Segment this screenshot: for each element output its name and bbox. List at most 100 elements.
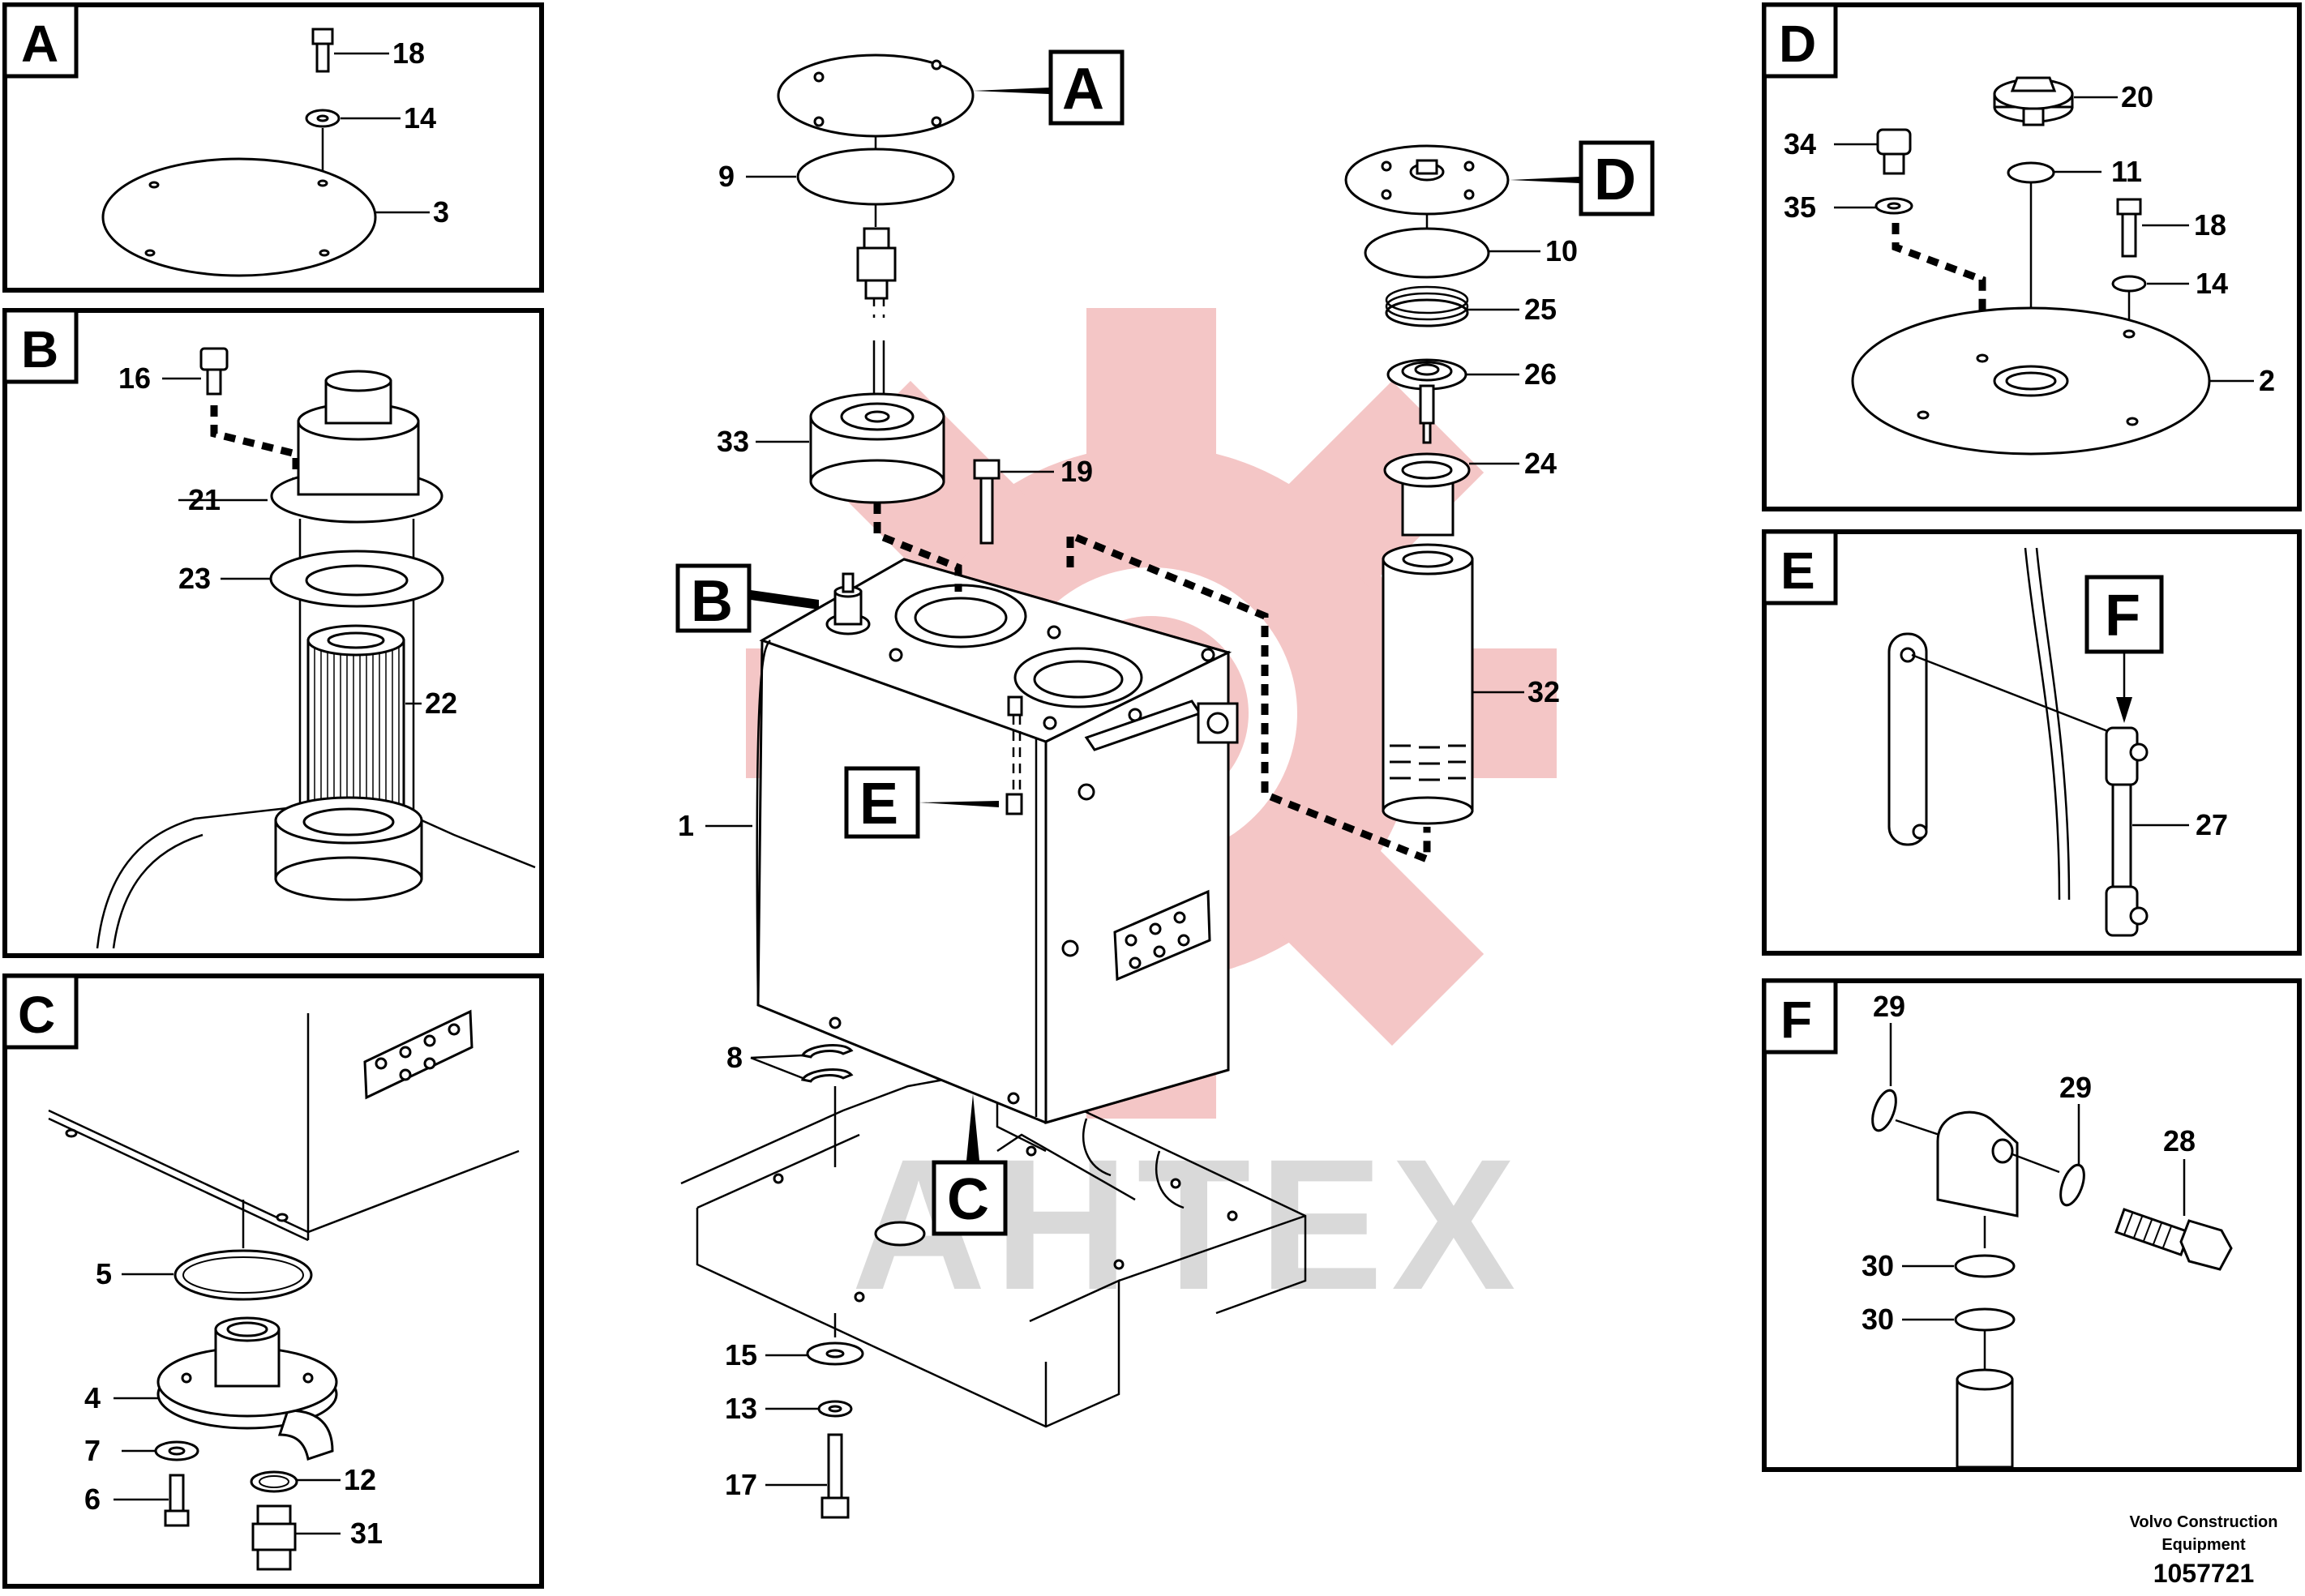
- callout-f-letter: F: [2105, 584, 2140, 648]
- support-frame: [680, 1068, 1307, 1428]
- detail-d-letter: D: [1779, 15, 1816, 73]
- label-d-34: 34: [1784, 127, 1816, 160]
- callout-c-tag: [932, 1160, 1008, 1236]
- filter-seat: [274, 796, 423, 901]
- return-filter-32: [1382, 543, 1474, 825]
- filler-breather: [825, 572, 871, 635]
- label-c-4: 4: [84, 1381, 101, 1414]
- label-main-1: 1: [678, 809, 694, 842]
- detail-e-tag: [1762, 529, 1838, 605]
- bolt-16: [199, 347, 229, 396]
- o-ring-30-lower: [1954, 1307, 2016, 1332]
- washer-14-d: [2111, 275, 2147, 293]
- filter-seat-24: [1383, 452, 1471, 537]
- detail-d-tag: [1762, 2, 1838, 79]
- label-d-11: 11: [2111, 155, 2142, 188]
- label-b-22: 22: [425, 687, 457, 720]
- callout-e-tag: [844, 766, 920, 839]
- label-main-13: 13: [725, 1392, 757, 1425]
- drawing-footer: Volvo Construction Equipment 1057721: [2130, 1513, 2278, 1588]
- level-gauge-location: [1005, 695, 1023, 815]
- label-f-28: 28: [2163, 1124, 2196, 1157]
- callout-d-letter: D: [1594, 148, 1636, 212]
- o-ring-5: [174, 1249, 313, 1301]
- label-f-29b: 29: [2059, 1071, 2092, 1104]
- label-d-20: 20: [2121, 80, 2153, 113]
- callout-c-letter: C: [947, 1167, 989, 1232]
- label-c-7: 7: [84, 1434, 101, 1467]
- breather-plug-20: [1993, 76, 2074, 126]
- bolt-18-d: [2116, 198, 2142, 258]
- label-c-5: 5: [96, 1257, 112, 1290]
- bracket: [1887, 632, 1928, 846]
- detail-b-tag: [2, 308, 79, 384]
- label-main-10: 10: [1545, 234, 1578, 267]
- callout-e-letter: E: [859, 772, 898, 837]
- banjo-fitting: [1936, 1110, 2019, 1217]
- label-f-30a: 30: [1862, 1249, 1894, 1282]
- label-b-16: 16: [118, 362, 151, 395]
- detail-c-tag: [2, 973, 79, 1050]
- label-f-29a: 29: [1873, 990, 1905, 1023]
- maker-line-2: Equipment: [2161, 1536, 2246, 1554]
- o-ring-29-left: [1871, 1089, 1897, 1132]
- detail-c-letter: C: [18, 986, 55, 1044]
- suction-strainer-rod: [856, 227, 897, 404]
- banjo-bolt-28: [2114, 1208, 2233, 1271]
- spring-25: [1385, 285, 1469, 327]
- level-gauge-27: [2105, 726, 2149, 937]
- label-d-14: 14: [2196, 267, 2228, 300]
- bolt-17: [820, 1433, 850, 1519]
- label-main-17: 17: [725, 1468, 757, 1501]
- label-a-14: 14: [404, 101, 436, 135]
- label-d-35: 35: [1784, 190, 1816, 224]
- label-main-25: 25: [1524, 293, 1557, 326]
- cover-plate-3: [101, 157, 377, 277]
- label-main-19: 19: [1060, 455, 1093, 488]
- o-ring-9: [796, 148, 955, 206]
- callout-a-letter: A: [1062, 57, 1104, 122]
- detail-e-letter: E: [1780, 541, 1815, 600]
- callout-b-letter: B: [691, 569, 733, 634]
- label-main-24: 24: [1524, 447, 1557, 480]
- suction-flange-4: [156, 1316, 338, 1461]
- bypass-valve-26: [1386, 358, 1467, 444]
- figure-number: 1057721: [2153, 1559, 2255, 1588]
- cover-a: [777, 53, 975, 138]
- label-d-2: 2: [2259, 364, 2275, 397]
- label-b-23: 23: [178, 562, 211, 595]
- label-main-9: 9: [718, 160, 735, 193]
- label-c-31: 31: [350, 1517, 383, 1550]
- detail-f-tag: [1762, 978, 1838, 1055]
- shims-8: [800, 1044, 854, 1083]
- detail-panel-b: B 16 21 23: [2, 308, 544, 958]
- o-ring-30-upper: [1954, 1254, 2016, 1278]
- pipe-stub: [1956, 1368, 2014, 1469]
- detail-f-letter: F: [1780, 991, 1812, 1049]
- filter-element-22: [306, 624, 405, 812]
- label-c-12: 12: [344, 1463, 376, 1496]
- label-main-33: 33: [717, 425, 749, 458]
- detail-panel-a: A 18 14 3: [2, 2, 544, 293]
- label-b-21: 21: [188, 483, 221, 516]
- o-ring-12: [250, 1470, 298, 1493]
- o-ring-10: [1364, 227, 1490, 279]
- detail-panel-f: F 29 29 28 30: [1762, 978, 2302, 1472]
- filter-housing-21: [270, 370, 443, 524]
- bolt-18: [311, 28, 334, 73]
- label-main-32: 32: [1527, 675, 1560, 708]
- label-d-18: 18: [2194, 208, 2226, 242]
- main-view: 1 B A 9: [675, 49, 1655, 1519]
- plug-34: [1876, 128, 1912, 175]
- detail-panel-d: D 20 11 34 35: [1762, 2, 2302, 511]
- maker-line-1: Volvo Construction: [2130, 1513, 2278, 1531]
- label-main-26: 26: [1524, 357, 1557, 391]
- hydraulic-tank-1: [756, 558, 1239, 1124]
- label-e-27: 27: [2196, 808, 2228, 841]
- callout-b-tag: [675, 563, 752, 633]
- bolt-6: [164, 1474, 190, 1527]
- port-plate: [363, 1009, 473, 1100]
- detail-a-letter: A: [21, 15, 58, 73]
- label-a-3: 3: [433, 195, 449, 229]
